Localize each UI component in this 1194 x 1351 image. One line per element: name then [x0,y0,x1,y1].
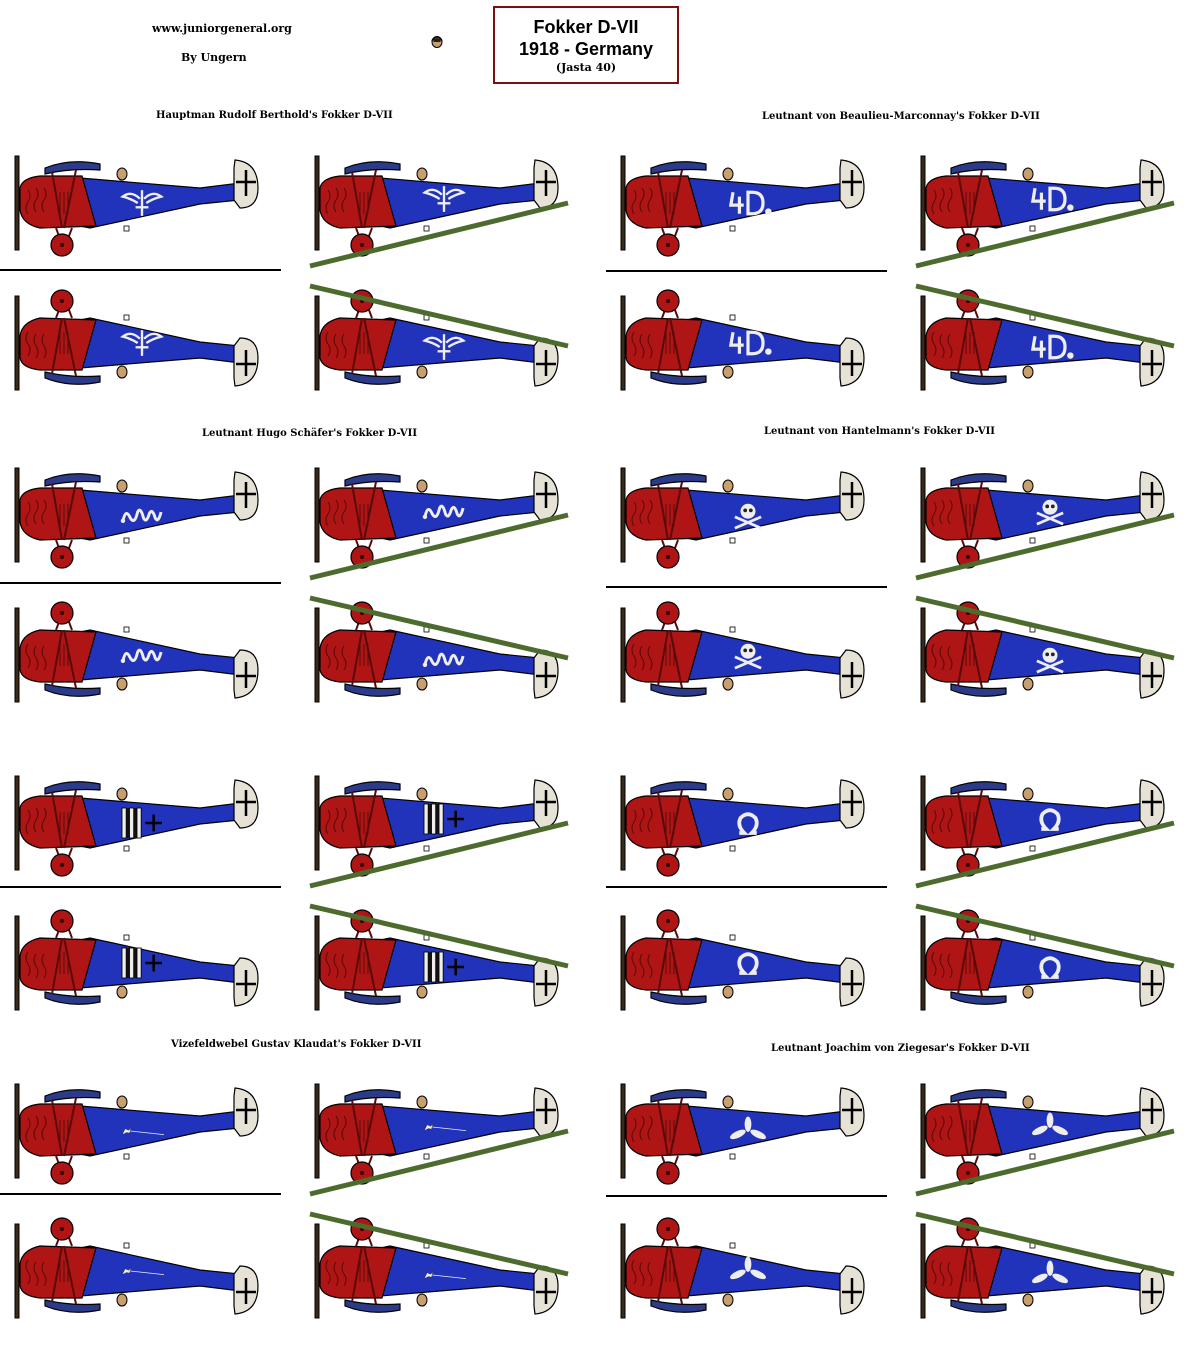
plane-side-inverted [313,1216,560,1320]
mount-strut [915,283,1175,349]
plane-side-inverted [619,908,866,1012]
plane-side-inverted [13,1216,260,1320]
plane-side-upright [313,154,560,258]
mount-strut [915,200,1175,269]
plane-side-upright [13,1082,260,1186]
plane-side-upright [919,466,1166,570]
plane-side-upright [313,1082,560,1186]
mount-strut [915,903,1175,969]
plane-side-inverted [919,1216,1166,1320]
caption-berthold: Hauptman Rudolf Berthold's Fokker D-VII [156,110,393,121]
pilot-head-icon [431,36,443,48]
mount-strut [915,512,1175,581]
mount-strut [915,595,1175,661]
sheet-unit: (Jasta 40) [555,61,617,74]
aircraft-block-klaudat [13,1082,569,1320]
plane-side-inverted [313,600,560,704]
plane-side-upright [313,466,560,570]
mount-strut [309,903,569,969]
plane-side-inverted [919,600,1166,704]
mount-strut [309,512,569,581]
sheet-subtitle: 1918 - Germany [518,39,654,59]
caption-ziegesar: Leutnant Joachim von Ziegesar's Fokker D… [771,1043,1030,1054]
sheet-title: Fokker D-VII [533,17,639,37]
aircraft-block-hantelmann [619,466,1175,704]
plane-side-upright [13,154,260,258]
plane-side-inverted [619,288,866,392]
plane-side-inverted [919,288,1166,392]
mount-strut [915,1211,1175,1277]
site-url: www.juniorgeneral.org [152,22,292,35]
sheet-title-box: Fokker D-VII 1918 - Germany (Jasta 40) [493,6,679,84]
plane-side-upright [919,1082,1166,1186]
aircraft-block-row3-left [13,774,569,1012]
mount-strut [309,1211,569,1277]
mount-strut [309,595,569,661]
aircraft-block-beaulieu [619,154,1175,392]
mount-strut [915,1128,1175,1197]
aircraft-block-ziegesar [619,1082,1175,1320]
aircraft-block-berthold [13,154,569,392]
mount-strut [309,283,569,349]
plane-side-upright [619,774,866,878]
caption-schafer: Leutnant Hugo Schäfer's Fokker D-VII [202,428,418,439]
plane-side-inverted [13,288,260,392]
mount-strut [309,200,569,269]
plane-side-inverted [619,1216,866,1320]
mount-strut [915,820,1175,889]
caption-hantelmann: Leutnant von Hantelmann's Fokker D-VII [764,426,995,437]
author-credit: By Ungern [181,51,247,64]
mount-strut [309,1128,569,1197]
plane-side-upright [619,466,866,570]
caption-klaudat: Vizefeldwebel Gustav Klaudat's Fokker D-… [171,1039,422,1050]
aircraft-block-row3-right [619,774,1175,1012]
caption-beaulieu: Leutnant von Beaulieu-Marconnay's Fokker… [762,111,1040,122]
aircraft-block-schafer [13,466,569,704]
mount-strut [309,820,569,889]
